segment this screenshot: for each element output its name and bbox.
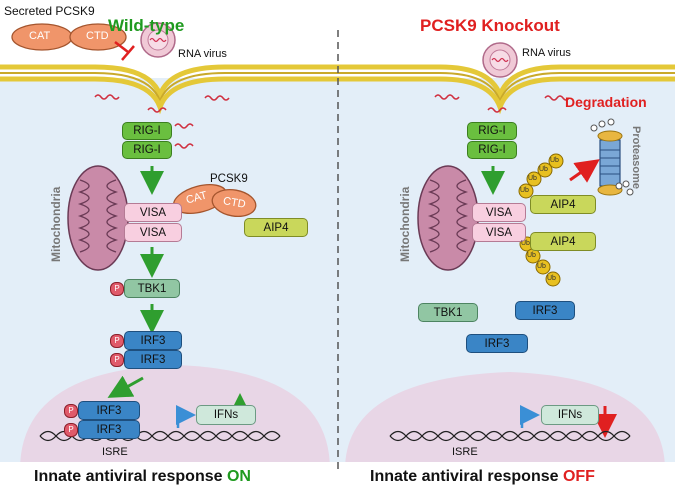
- visa-ko-bottom: VISA: [472, 223, 526, 242]
- irf3-box-top: IRF3: [124, 331, 182, 350]
- proteasome-label: Proteasome: [630, 126, 642, 189]
- phospho-badge-irf3-bottom: P: [110, 353, 124, 367]
- inhibition-bar: [121, 45, 135, 61]
- mitochondrion-left: [67, 165, 129, 271]
- mitochondrion-right: [417, 165, 479, 271]
- irf3-nuclear-bottom: IRF3: [78, 420, 140, 439]
- phospho-badge-tbk1: P: [110, 282, 124, 296]
- title-pcsk9-knockout: PCSK9 Knockout: [420, 16, 560, 35]
- aip4-box: AIP4: [244, 218, 308, 237]
- cell-membrane-left: [0, 64, 338, 115]
- mitochondria-label-left: Mitochondria: [49, 186, 63, 262]
- rna-virus-left: [140, 22, 176, 58]
- isre-label-left: ISRE: [102, 446, 128, 458]
- ub-label-8: Ub: [547, 275, 556, 282]
- aip4-ko-bottom: AIP4: [530, 232, 596, 251]
- inhibition-line: [114, 41, 129, 53]
- footer-left-state: ON: [226, 468, 251, 485]
- footer-left-main: Innate antiviral response: [34, 468, 227, 485]
- visa-box-bottom: VISA: [124, 223, 182, 242]
- ub-label-3: Ub: [539, 166, 548, 173]
- rna-virus-label-right: RNA virus: [522, 47, 571, 59]
- phospho-badge-nuclear-top: P: [64, 404, 78, 418]
- rig1-ko-top: RIG-I: [467, 122, 517, 140]
- rna-virus-label-left: RNA virus: [178, 48, 227, 60]
- rig1-box-bottom: RIG-I: [122, 141, 172, 159]
- isre-label-right: ISRE: [452, 446, 478, 458]
- aip4-ko-top: AIP4: [530, 195, 596, 214]
- irf3-ko-box-lower: IRF3: [466, 334, 528, 353]
- transcription-arrow-left: [176, 405, 196, 428]
- ubiquitin-chain-upper: [518, 153, 564, 199]
- secreted-pcsk9: [11, 23, 127, 51]
- secreted-ctd-label: CTD: [86, 30, 109, 42]
- ub-label-6: Ub: [527, 252, 536, 259]
- phospho-badge-irf3-top: P: [110, 334, 124, 348]
- rig1-box-top: RIG-I: [122, 122, 172, 140]
- secreted-cat-label: CAT: [29, 30, 51, 42]
- pcsk9-bound: [173, 183, 257, 218]
- irf3-ko-box-right: IRF3: [515, 301, 575, 320]
- proteasome: [590, 118, 634, 196]
- transcription-arrow-right: [520, 405, 540, 428]
- ifns-box-left: IFNs: [196, 405, 256, 425]
- arrow-irf3-to-nucleus: [107, 375, 144, 398]
- ub-label-5: Ub: [521, 240, 530, 247]
- ub-label-7: Ub: [537, 263, 546, 270]
- ifns-box-right: IFNs: [541, 405, 599, 425]
- tbk1-ko-box: TBK1: [418, 303, 478, 322]
- dna-right: [389, 430, 631, 442]
- phospho-badge-nuclear-bottom: P: [64, 423, 78, 437]
- ub-label-4: Ub: [550, 157, 559, 164]
- visa-box-top: VISA: [124, 203, 182, 222]
- mitochondria-label-right: Mitochondria: [398, 186, 412, 262]
- title-wild-type: Wild-type: [108, 16, 185, 35]
- ub-label-1: Ub: [520, 187, 529, 194]
- ub-label-2: Ub: [528, 175, 537, 182]
- tbk1-box: TBK1: [124, 279, 180, 298]
- rig1-ko-bottom: RIG-I: [467, 141, 517, 159]
- footer-right: Innate antiviral response OFF: [370, 468, 595, 486]
- nucleus-right: [345, 372, 665, 470]
- irf3-nuclear-top: IRF3: [78, 401, 140, 420]
- cell-membrane-right: [338, 64, 675, 115]
- pcsk9-label: PCSK9: [210, 173, 248, 185]
- rna-virus-right: [482, 42, 518, 78]
- nucleus-left: [20, 365, 330, 470]
- arrow-to-proteasome: [569, 159, 600, 183]
- footer-right-state: OFF: [562, 468, 595, 485]
- irf3-box-bottom: IRF3: [124, 350, 182, 369]
- secreted-pcsk9-label: Secreted PCSK9: [4, 4, 95, 18]
- footer-right-main: Innate antiviral response: [370, 468, 563, 485]
- viral-rna-strands: [94, 94, 570, 149]
- footer-left: Innate antiviral response ON: [34, 468, 251, 486]
- visa-ko-top: VISA: [472, 203, 526, 222]
- degradation-label: Degradation: [565, 94, 647, 110]
